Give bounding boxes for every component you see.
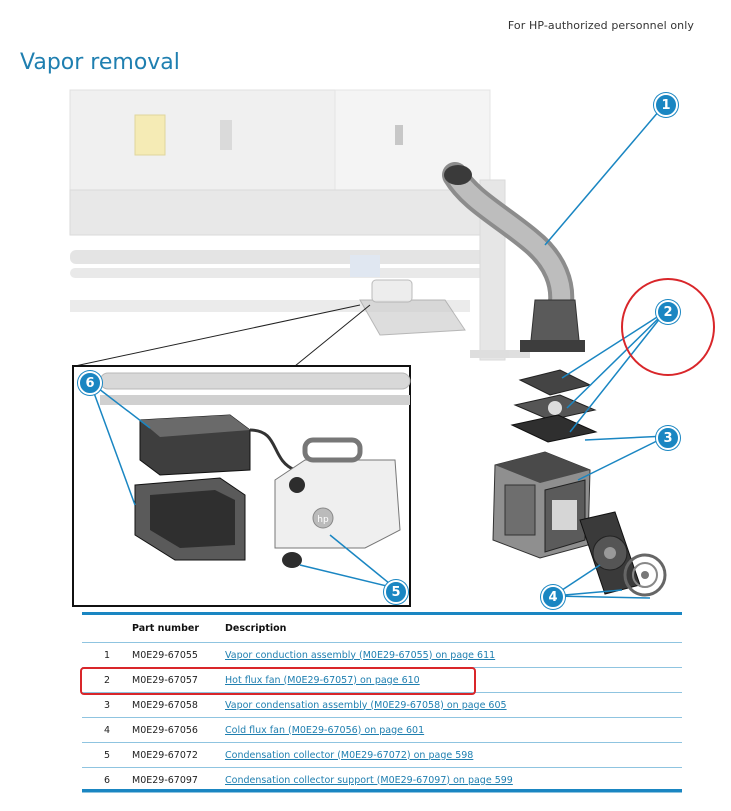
table-bottom-rule (82, 789, 682, 792)
row-2-highlight-rectangle (80, 667, 476, 695)
row-item: 6 (82, 767, 132, 793)
callout-6: 6 (78, 371, 102, 395)
table-row: 2 M0E29-67057 Hot flux fan (M0E29-67057)… (82, 667, 682, 693)
table-row: 4 M0E29-67056 Cold flux fan (M0E29-67056… (82, 717, 682, 743)
table-row: 6 M0E29-67097 Condensation collector sup… (82, 767, 682, 793)
cold-flux-fan-parts (579, 511, 667, 597)
header-description: Description (225, 614, 682, 643)
vapor-condensation-assembly (492, 451, 591, 559)
printer-background (69, 89, 530, 361)
callout-2: 2 (656, 300, 680, 324)
row-part-number: M0E29-67055 (132, 642, 225, 668)
table-row: 3 M0E29-67058 Vapor condensation assembl… (82, 692, 682, 718)
collector-support-top (359, 279, 466, 336)
header-item (82, 614, 132, 643)
table-row: 5 M0E29-67072 Condensation collector (M0… (82, 742, 682, 768)
row-part-number: M0E29-67097 (132, 767, 225, 793)
page-title: Vapor removal (20, 50, 180, 75)
row-description-link[interactable]: Hot flux fan (M0E29-67057) on page 610 (225, 674, 420, 686)
row-item: 5 (82, 742, 132, 768)
callout-3: 3 (656, 426, 680, 450)
row-item: 2 (82, 667, 132, 693)
row-part-number: M0E29-67072 (132, 742, 225, 768)
row-part-number: M0E29-67058 (132, 692, 225, 718)
vapor-removal-illustration: hp (69, 89, 715, 607)
inset-contents: hp (99, 372, 411, 568)
row-description-link[interactable]: Cold flux fan (M0E29-67056) on page 601 (225, 724, 425, 736)
row-item: 3 (82, 692, 132, 718)
header-part-number: Part number (132, 614, 225, 643)
svg-text:hp: hp (317, 515, 329, 525)
table-row: 1 M0E29-67055 Vapor conduction assembly … (82, 642, 682, 668)
row-part-number: M0E29-67057 (132, 667, 225, 693)
authorized-personnel-note: For HP-authorized personnel only (507, 19, 694, 32)
row-description-link[interactable]: Vapor condensation assembly (M0E29-67058… (225, 699, 507, 711)
row-description-link[interactable]: Vapor conduction assembly (M0E29-67055) … (225, 649, 496, 661)
callout-2-highlight-ellipse (621, 278, 715, 376)
row-item: 4 (82, 717, 132, 743)
vapor-conduction-duct (442, 162, 585, 352)
table-top-rule (82, 612, 682, 615)
row-description-link[interactable]: Condensation collector (M0E29-67072) on … (225, 749, 474, 761)
callout-4: 4 (541, 585, 565, 609)
parts-table: Part number Description 1 M0E29-67055 Va… (82, 614, 682, 793)
hot-flux-fan-parts (510, 369, 598, 443)
callout-1: 1 (654, 93, 678, 117)
row-description-link[interactable]: Condensation collector support (M0E29-67… (225, 774, 513, 786)
row-part-number: M0E29-67056 (132, 717, 225, 743)
callout-5: 5 (384, 580, 408, 604)
row-item: 1 (82, 642, 132, 668)
table-header-row: Part number Description (82, 614, 682, 643)
